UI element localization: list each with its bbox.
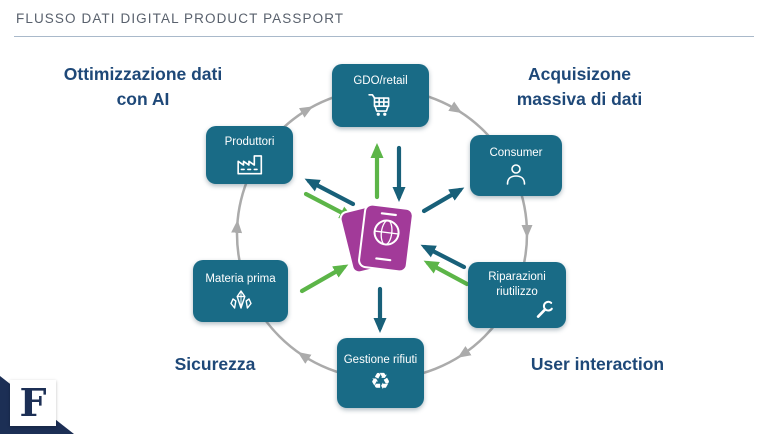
- wrench-icon: [536, 300, 553, 318]
- label-sicurezza: Sicurezza: [174, 354, 256, 374]
- label-acquisizione: Acquisizone massiva di dati: [516, 64, 643, 110]
- label-user-interaction: User interaction: [530, 354, 665, 374]
- shopping-cart-icon: [367, 93, 389, 116]
- passport-icon: [339, 202, 414, 274]
- arrow-consumer-teal: [421, 187, 465, 214]
- recycle-icon: ♻: [370, 368, 391, 395]
- node-riparazioni-label: Riparazioni riutilizzo: [488, 271, 546, 298]
- node-consumer: Consumer: [470, 135, 562, 196]
- arrow-riparazioni-green: [423, 260, 470, 287]
- logo: F: [10, 380, 56, 426]
- logo-letter: F: [19, 380, 47, 425]
- node-consumer-label: Consumer: [489, 146, 543, 159]
- node-riparazioni-riutilizzo: Riparazioni riutilizzo: [468, 262, 566, 328]
- title-underline: [14, 36, 754, 37]
- node-gestione-rifiuti: Gestione rifiuti ♻: [337, 338, 424, 408]
- label-ottimizzazione: Ottimizzazione dati con AI: [63, 64, 223, 110]
- person-icon: [506, 164, 526, 185]
- node-materia-prima: Materia prima: [193, 260, 288, 322]
- arrow-materia-green: [299, 264, 349, 294]
- arrow-produttori-teal: [304, 178, 356, 207]
- node-produttori-label: Produttori: [224, 136, 275, 149]
- arrow-riparazioni-teal: [420, 244, 467, 270]
- node-produttori: Produttori: [206, 126, 293, 184]
- node-gdo-retail: GDO/retail: [332, 64, 429, 127]
- node-gdo-label: GDO/retail: [353, 75, 408, 88]
- data-flow-arrows: [299, 143, 470, 333]
- factory-icon: [236, 154, 262, 175]
- crystals-icon: [229, 290, 252, 309]
- node-materia-label: Materia prima: [205, 272, 276, 285]
- node-gestione-label: Gestione rifiuti: [343, 353, 418, 366]
- slide-title: FLUSSO DATI DIGITAL PRODUCT PASSPORT: [16, 11, 345, 26]
